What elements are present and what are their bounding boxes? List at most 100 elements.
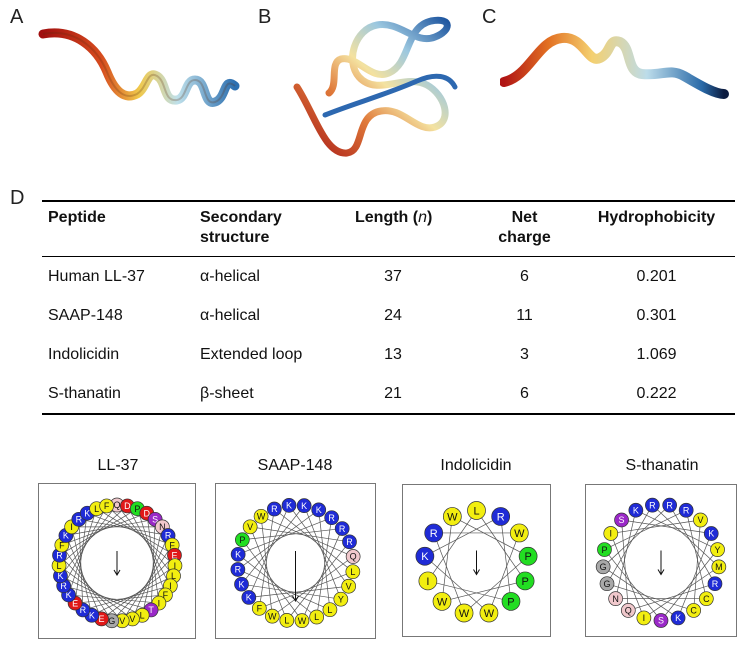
wheel-connector [68, 594, 159, 604]
residue-circle [515, 571, 535, 591]
cell-peptide: Human LL-37 [48, 267, 145, 285]
residue-circle [266, 501, 282, 517]
wheel-connector [237, 554, 317, 618]
wheel-residue: R [678, 502, 694, 518]
residue-circle [309, 609, 325, 625]
cell-charge: 6 [520, 267, 529, 285]
residue-circle [662, 497, 678, 513]
residue-letter: R [235, 565, 242, 575]
wheel-connector [318, 509, 331, 610]
residue-letter: W [268, 611, 277, 621]
wheel-connector [427, 510, 477, 582]
residue-letter: C [690, 606, 697, 616]
residue-circle [614, 512, 629, 528]
wheel-residue: K [703, 526, 719, 541]
residue-letter: I [610, 529, 613, 539]
residue-circle [710, 542, 725, 557]
wheel-connector [71, 526, 93, 616]
wheel-connector [628, 583, 716, 611]
cell-structure: β-sheet [200, 384, 254, 402]
wheel-connector [316, 517, 333, 618]
residue-letter: P [134, 504, 140, 514]
wheel-residue: W [509, 523, 529, 543]
wheel-connector [301, 528, 343, 621]
cell-charge: 6 [520, 384, 529, 402]
residue-circle [501, 592, 521, 611]
residue-letter: W [257, 512, 266, 522]
wheel-residue: C [698, 591, 714, 607]
wheel-residue: G [595, 559, 611, 575]
wheel-residue: I [418, 571, 438, 591]
wheel-residue: R [342, 534, 357, 550]
wheel-residue: P [597, 542, 612, 557]
wheel-connector [78, 519, 84, 610]
residue-letter: R [430, 528, 438, 540]
residue-letter: R [60, 581, 67, 591]
residue-letter: G [603, 579, 610, 589]
residue-letter: S [152, 515, 158, 525]
wheel-connector [621, 519, 629, 611]
wheel-connector [111, 554, 175, 622]
wheel-connector [602, 504, 670, 568]
residue-circle [711, 559, 727, 575]
wheel-residue: N [608, 591, 623, 606]
wheel-residue: R [491, 507, 511, 526]
residue-letter: L [57, 561, 62, 571]
residue-letter: G [108, 616, 115, 626]
residue-letter: K [63, 531, 69, 541]
header-secondary-structure: Secondary structure [194, 201, 349, 257]
wheel-residue: V [242, 519, 258, 535]
residue-letter: K [84, 508, 90, 518]
wheel-connector [274, 508, 354, 572]
wheel-connector [685, 510, 707, 599]
residue-letter: K [66, 590, 72, 600]
residue-letter: W [298, 616, 307, 626]
residue-letter: R [56, 550, 63, 560]
residue-letter: G [600, 562, 607, 572]
wheel-residue: M [711, 559, 727, 575]
wheel-connector [63, 585, 152, 611]
cell-structure: Extended loop [200, 345, 303, 363]
wheel-connector [242, 539, 303, 621]
wheel-connector [250, 526, 350, 543]
cell-charge: 3 [520, 345, 529, 363]
header-structure-line2: structure [200, 229, 270, 246]
wheel-connector [635, 509, 718, 550]
residue-letter: N [159, 522, 166, 532]
table-row: Indolicidin Extended loop 13 3 1.069 [42, 335, 735, 374]
wheel-connector [424, 555, 490, 614]
residue-circle [467, 501, 486, 520]
wheel-connector [260, 515, 354, 557]
wheel-residue: W [294, 613, 310, 628]
residue-circle [653, 613, 669, 628]
wheel-residue: K [415, 546, 435, 566]
residue-circle [636, 610, 652, 626]
residue-circle [311, 502, 327, 518]
wheel-connector [288, 505, 349, 587]
cell-peptide: S-thanatin [48, 384, 121, 402]
wheel-residue: K [296, 498, 312, 514]
wheel-connector [65, 518, 156, 536]
residue-letter: K [235, 550, 241, 560]
residue-circle [345, 549, 361, 564]
header-charge-line2: charge [498, 229, 551, 246]
residue-letter: D [143, 508, 150, 518]
wheel-connector [610, 519, 701, 534]
cell-length: 21 [384, 384, 402, 402]
residue-letter: Y [715, 545, 721, 555]
wheel-connector [476, 510, 526, 582]
residue-circle [518, 546, 538, 566]
wheel-residue: F [251, 600, 267, 616]
saap148-ribbon-structure [293, 16, 458, 157]
wheel-connector [258, 508, 275, 609]
wheel-connector [260, 516, 273, 617]
wheel-residue: Y [333, 591, 349, 607]
residue-circle [442, 507, 462, 526]
wheel-connector [660, 549, 718, 621]
wheel-connector [606, 504, 653, 584]
wheel-connector [441, 516, 453, 602]
residue-circle [703, 526, 719, 541]
wheel-connector [61, 544, 113, 621]
residue-circle [253, 508, 269, 524]
residue-circle [645, 497, 660, 513]
